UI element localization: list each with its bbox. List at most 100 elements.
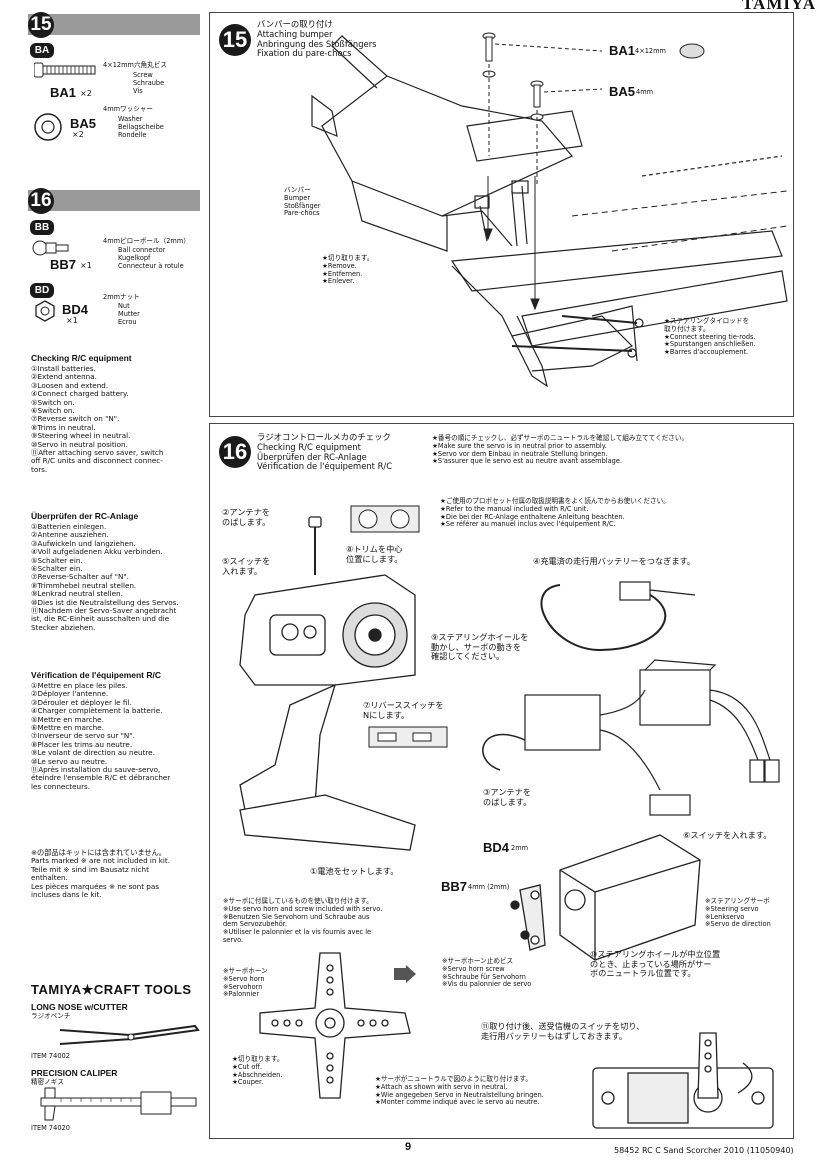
bumper-assembly-diagram bbox=[311, 32, 788, 388]
manual-note: ★ご使用のプロポセット付属の取扱説明書をよく読んでからお使いください。 ★Ref… bbox=[440, 497, 670, 529]
list-item: ⑦Reverse switch on "N". bbox=[31, 414, 120, 424]
note-en: ※Use servo horn and screw included with … bbox=[223, 904, 383, 913]
note-fr: ★Se référer au manuel inclus avec l'équi… bbox=[440, 520, 616, 529]
title-jp: ラジオコントロールメカのチェック bbox=[257, 432, 391, 442]
label-en: ★Cut off. bbox=[232, 1062, 263, 1071]
p15-ba5-code: BA5 bbox=[609, 84, 636, 99]
step-15-bar bbox=[28, 14, 200, 35]
bag-ba-icon: BA bbox=[30, 43, 54, 58]
neutral-mount-note: ★サーボがニュートラルで図のように取り付けます。 ★Attach as show… bbox=[375, 1075, 544, 1107]
label-fr: ※Palonnier bbox=[223, 990, 260, 999]
horn-screw-label: ※サーボホーン止めビス ※Servo horn screw ※Schraube … bbox=[442, 957, 531, 989]
note-en: ★Make sure the servo is in neutral prior… bbox=[432, 441, 607, 450]
callout-line: ボのニュートラル位置です。 bbox=[590, 968, 696, 979]
craft-tools-logo: TAMIYA★CRAFT TOOLS bbox=[31, 982, 192, 997]
note-line: Parts marked ※ are not included in kit. bbox=[31, 856, 171, 866]
note-jp: ★ご使用のプロポセット付属の取扱説明書をよく読んでからお使いください。 bbox=[440, 497, 670, 505]
list-item: ④Charger complètement la batterie. bbox=[31, 706, 163, 716]
note-fr2: servo. bbox=[223, 935, 244, 944]
p15-ba1-code: BA1 bbox=[609, 43, 636, 58]
list-item: les connecteurs. bbox=[31, 781, 91, 791]
bb7-name-en: Ball connector bbox=[118, 246, 166, 254]
ba5-spec: 4mmワッシャー bbox=[103, 105, 154, 113]
label-de: ★Abschneiden. bbox=[232, 1070, 283, 1079]
note-line: enthalten. bbox=[31, 873, 68, 883]
bb7-code: BB7 bbox=[50, 257, 77, 272]
list-item: tors. bbox=[31, 464, 48, 474]
callout-9: ⑨ステアリングホイールを 動かし、サーボの動きを 確認してください。 bbox=[431, 632, 528, 662]
list-item: ⑨Lenkrad neutral stellen. bbox=[31, 589, 123, 599]
page-number: 9 bbox=[405, 1141, 412, 1153]
label-en: ※Servo horn bbox=[223, 974, 265, 983]
callout-1: ①電池をセットします。 bbox=[310, 866, 399, 876]
ba1-name-de: Schraube bbox=[133, 79, 165, 87]
servo-neutral-diagram bbox=[592, 1032, 774, 1129]
panel-15-title: バンパーの取り付け Attaching bumper Anbringung de… bbox=[257, 19, 377, 59]
list-item: ⑨Steering wheel in neutral. bbox=[31, 431, 131, 441]
ba1-spec: 4×12mm六角丸ビス bbox=[103, 61, 167, 69]
bumper-label: バンパー Bumper Stoßfänger Pare-chocs bbox=[284, 186, 320, 218]
callout-line: 入れます。 bbox=[222, 565, 263, 576]
callout-line: Nにします。 bbox=[363, 709, 410, 720]
note-de: ★Die bei der RC-Anlage enthaltene Anleit… bbox=[440, 512, 625, 521]
list-item: ③Loosen and extend. bbox=[31, 380, 109, 390]
label-en: ★Remove. bbox=[322, 261, 357, 270]
not-included-note: ※の部品はキットには含まれていません。 Parts marked ※ are n… bbox=[31, 848, 203, 899]
label-fr: ★Couper. bbox=[232, 1078, 264, 1087]
list-item: ⑤Mettre en marche. bbox=[31, 714, 104, 724]
servo-horn-label: ※サーボホーン ※Servo horn ※Servohorn ※Palonnie… bbox=[223, 967, 268, 999]
bb7-qty: ×1 bbox=[80, 261, 92, 270]
list-item: ⑦Reverse-Schalter auf "N". bbox=[31, 572, 129, 582]
list-item: ④Connect charged battery. bbox=[31, 389, 129, 399]
note-jp: ★サーボがニュートラルで図のように取り付けます。 bbox=[375, 1075, 532, 1083]
list-item: ①Mettre en place les piles. bbox=[31, 681, 128, 690]
note-line: Les pièces marquées ※ ne sont pas bbox=[31, 881, 160, 891]
bd4-spec: 2mmナット bbox=[103, 293, 140, 301]
list-item: ⑥Switch on. bbox=[31, 406, 75, 416]
list-item: ⑤Schalter ein. bbox=[31, 555, 83, 565]
callout-3: ③アンテナを のばします。 bbox=[483, 787, 531, 807]
list-item: ⑥Schalter ein. bbox=[31, 564, 83, 574]
label-jp: ★ステアリングタイロッドを bbox=[664, 317, 750, 325]
callout-line: 確認してください。 bbox=[431, 651, 505, 662]
list-item: Stecker abziehen. bbox=[31, 622, 96, 632]
note-jp: ※サーボに付属しているものを使い取り付けます。 bbox=[223, 897, 373, 905]
note-fr: ★Monter comme indiqué avec le servo au n… bbox=[375, 1098, 540, 1107]
callout-4: ④充電済の走行用バッテリーをつなぎます。 bbox=[533, 556, 696, 566]
list-item: ⑨Le volant de direction au neutre. bbox=[31, 748, 155, 758]
label-de: ※Servohorn bbox=[223, 982, 263, 991]
label-jp: ※ステアリングサーボ bbox=[705, 897, 770, 905]
tierod-label: ★ステアリングタイロッドを 取り付けます。 ★Connect steering … bbox=[664, 317, 756, 357]
bb7-name-de: Kugelkopf bbox=[118, 254, 151, 262]
remove-label: ★切り取ります。 ★Remove. ★Entfernen. ★Enlever. bbox=[322, 254, 373, 286]
label-jp: ※サーボホーン bbox=[223, 967, 268, 975]
callout-line: ⑤スイッチを bbox=[222, 556, 271, 566]
p16-bb7-code: BB7 bbox=[441, 879, 468, 894]
bd4-qty: ×1 bbox=[66, 316, 78, 325]
bb7-spec: 4mmピローボール（2mm） bbox=[103, 237, 190, 245]
label-fr: Pare-chocs bbox=[284, 209, 320, 218]
screw-icon bbox=[34, 62, 96, 78]
callout-11: ⑪取り付け後、送受信機のスイッチを切り、 走行用バッテリーもはずしておきます。 bbox=[481, 1021, 644, 1041]
list-item: ③Dérouler et déployer le fil. bbox=[31, 697, 132, 707]
step-16-panel bbox=[209, 423, 794, 1139]
arrow-right-icon bbox=[394, 965, 416, 983]
callout-10: ⑩ステアリングホイールが中立位置 のとき、止まっている場所がサー ボのニュートラ… bbox=[590, 949, 720, 979]
p16-bd4-size: 2mm bbox=[511, 844, 529, 852]
list-item: ②Déployer l'antenne. bbox=[31, 689, 109, 699]
pliers-icon bbox=[60, 1024, 200, 1045]
label-fr: ★Barres d'accouplement. bbox=[664, 348, 749, 357]
bd4-name-fr: Ecrou bbox=[118, 318, 137, 326]
panel-15-badge: 15 bbox=[219, 24, 251, 56]
callout-line: ②アンテナを bbox=[222, 507, 270, 517]
panel-16-title: ラジオコントロールメカのチェック Checking R/C equipment … bbox=[257, 432, 392, 472]
nut-icon bbox=[35, 300, 55, 322]
cut-off-label: ★切り取ります。 ★Cut off. ★Abschneiden. ★Couper… bbox=[232, 1055, 283, 1087]
title-jp: バンパーの取り付け bbox=[257, 19, 333, 29]
checking-fr-list: ①Mettre en place les piles. ②Déployer l'… bbox=[31, 681, 203, 791]
callout-line: 走行用バッテリーもはずしておきます。 bbox=[481, 1030, 628, 1041]
tool1-name: LONG NOSE w/CUTTER bbox=[31, 1002, 128, 1012]
title-en: Checking R/C equipment bbox=[257, 441, 361, 452]
washer-icon bbox=[34, 113, 62, 141]
tool1-jp: ラジオペンチ bbox=[31, 1012, 71, 1020]
